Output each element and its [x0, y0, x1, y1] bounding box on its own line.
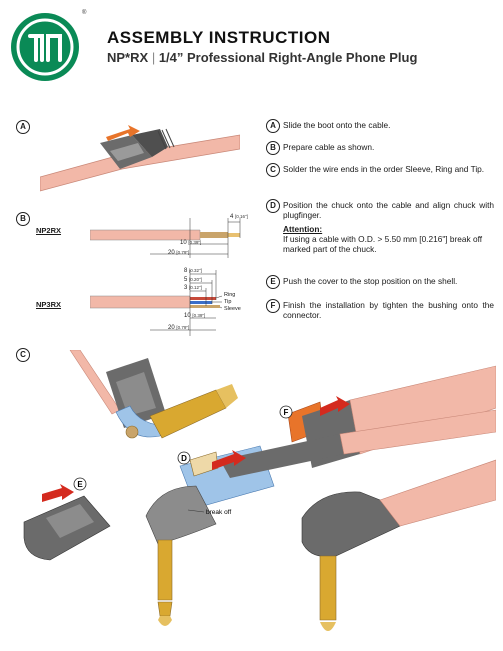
step-text: Finish the installation by tighten the b… — [283, 300, 494, 320]
product-subtitle: NP*RX | 1/4” Professional Right-Angle Ph… — [107, 50, 417, 65]
product-description: 1/4” Professional Right-Angle Phone Plug — [158, 50, 418, 65]
np2rx-strip-diagram — [90, 218, 241, 258]
arrow-icon — [212, 450, 246, 470]
np2rx-dim-3: 20 [0.79"] — [168, 250, 190, 256]
page-title: ASSEMBLY INSTRUCTION — [107, 28, 331, 47]
step-f: F Finish the installation by tighten the… — [266, 299, 494, 320]
neutrik-logo — [11, 13, 79, 81]
wire-label-tip: Tip — [224, 299, 232, 305]
attention-text: If using a cable with O.D. > 5.50 mm [0.… — [283, 234, 483, 254]
callout-f: F — [284, 408, 289, 417]
wire-label-sleeve: Sleeve — [224, 306, 241, 312]
section-a-marker: A — [16, 120, 30, 134]
np3rx-label: NP3RX — [36, 300, 62, 309]
step-marker: A — [266, 119, 280, 133]
section-c-marker: C — [16, 348, 30, 362]
np3rx-dim-4: 10 [0.39"] — [184, 313, 206, 319]
np2rx-label: NP2RX — [36, 226, 62, 235]
np3rx-dim-3: 3 [0.12"] — [184, 285, 202, 291]
np2rx-dim-2: 10 [0.39"] — [180, 240, 202, 246]
wire-label-ring: Ring — [224, 292, 236, 298]
callout-e: E — [77, 480, 83, 489]
callout-d: D — [181, 454, 187, 463]
np3rx-strip-diagram — [90, 270, 223, 336]
arrow-icon — [320, 396, 350, 416]
step-marker: D — [266, 199, 280, 213]
np3rx-dim-2: 5 [0.20"] — [184, 277, 202, 283]
section-b-marker: B — [16, 212, 30, 226]
step-text: Position the chuck onto the cable and al… — [283, 200, 494, 220]
registered-mark: ® — [82, 10, 87, 16]
arrow-icon — [42, 484, 74, 502]
step-marker: B — [266, 141, 280, 155]
step-a: A Slide the boot onto the cable. — [266, 119, 494, 133]
step-marker: F — [266, 299, 280, 313]
break-off-label: break off — [206, 509, 231, 516]
step-e: E Push the cover to the stop position on… — [266, 275, 494, 289]
boot-on-cable-illustration — [40, 125, 240, 192]
attention-heading: Attention: — [283, 224, 323, 234]
direction-arrow-icon — [106, 125, 140, 141]
title-separator: | — [151, 50, 156, 65]
step-text: Solder the wire ends in the order Sleeve… — [283, 164, 485, 174]
step-marker: C — [266, 163, 280, 177]
step-text: Slide the boot onto the cable. — [283, 120, 391, 130]
step-d: D Position the chuck onto the cable and … — [266, 199, 494, 254]
np3rx-dim-5: 20 [0.79"] — [168, 325, 190, 331]
model-number: NP*RX — [107, 50, 149, 65]
assembly-illustration: F D break off E — [23, 350, 496, 631]
step-c: C Solder the wire ends in the order Slee… — [266, 163, 494, 177]
np2rx-dim-1: 4 [0.16"] — [230, 214, 248, 220]
np3rx-dim-1: 8 [0.32"] — [184, 268, 202, 274]
step-marker: E — [266, 275, 280, 289]
step-text: Push the cover to the stop position on t… — [283, 276, 458, 286]
step-text: Prepare cable as shown. — [283, 142, 375, 152]
step-b: B Prepare cable as shown. — [266, 141, 494, 155]
